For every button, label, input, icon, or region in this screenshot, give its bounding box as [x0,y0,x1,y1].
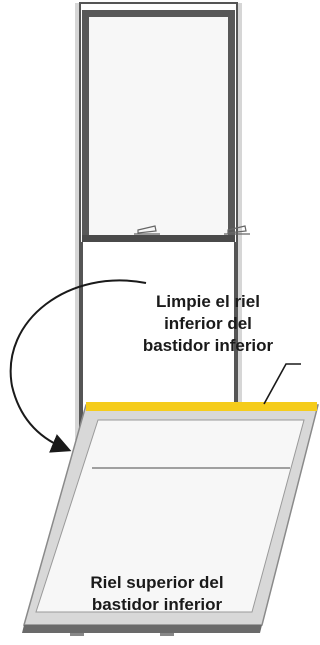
sash-lock-icon [134,225,160,235]
clean-instruction-line-3: bastidor inferior [142,336,274,355]
label-leader-line [263,363,301,405]
sash-lock-icon [224,225,250,235]
clean-instruction-line-1: Limpie el riel [156,292,260,311]
rail-name-label: Riel superior del bastidor inferior [52,572,262,616]
highlighted-bottom-rail [86,402,317,411]
tilted-lower-sash [22,404,319,636]
clean-instruction-label: Limpie el riel inferior del bastidor inf… [118,291,298,357]
rail-label-line-1: Riel superior del [90,573,224,592]
upper-sash [82,10,235,242]
rail-label-line-2: bastidor inferior [91,595,223,614]
curved-arrow-icon [9,279,147,453]
clean-instruction-line-2: inferior del [164,314,252,333]
